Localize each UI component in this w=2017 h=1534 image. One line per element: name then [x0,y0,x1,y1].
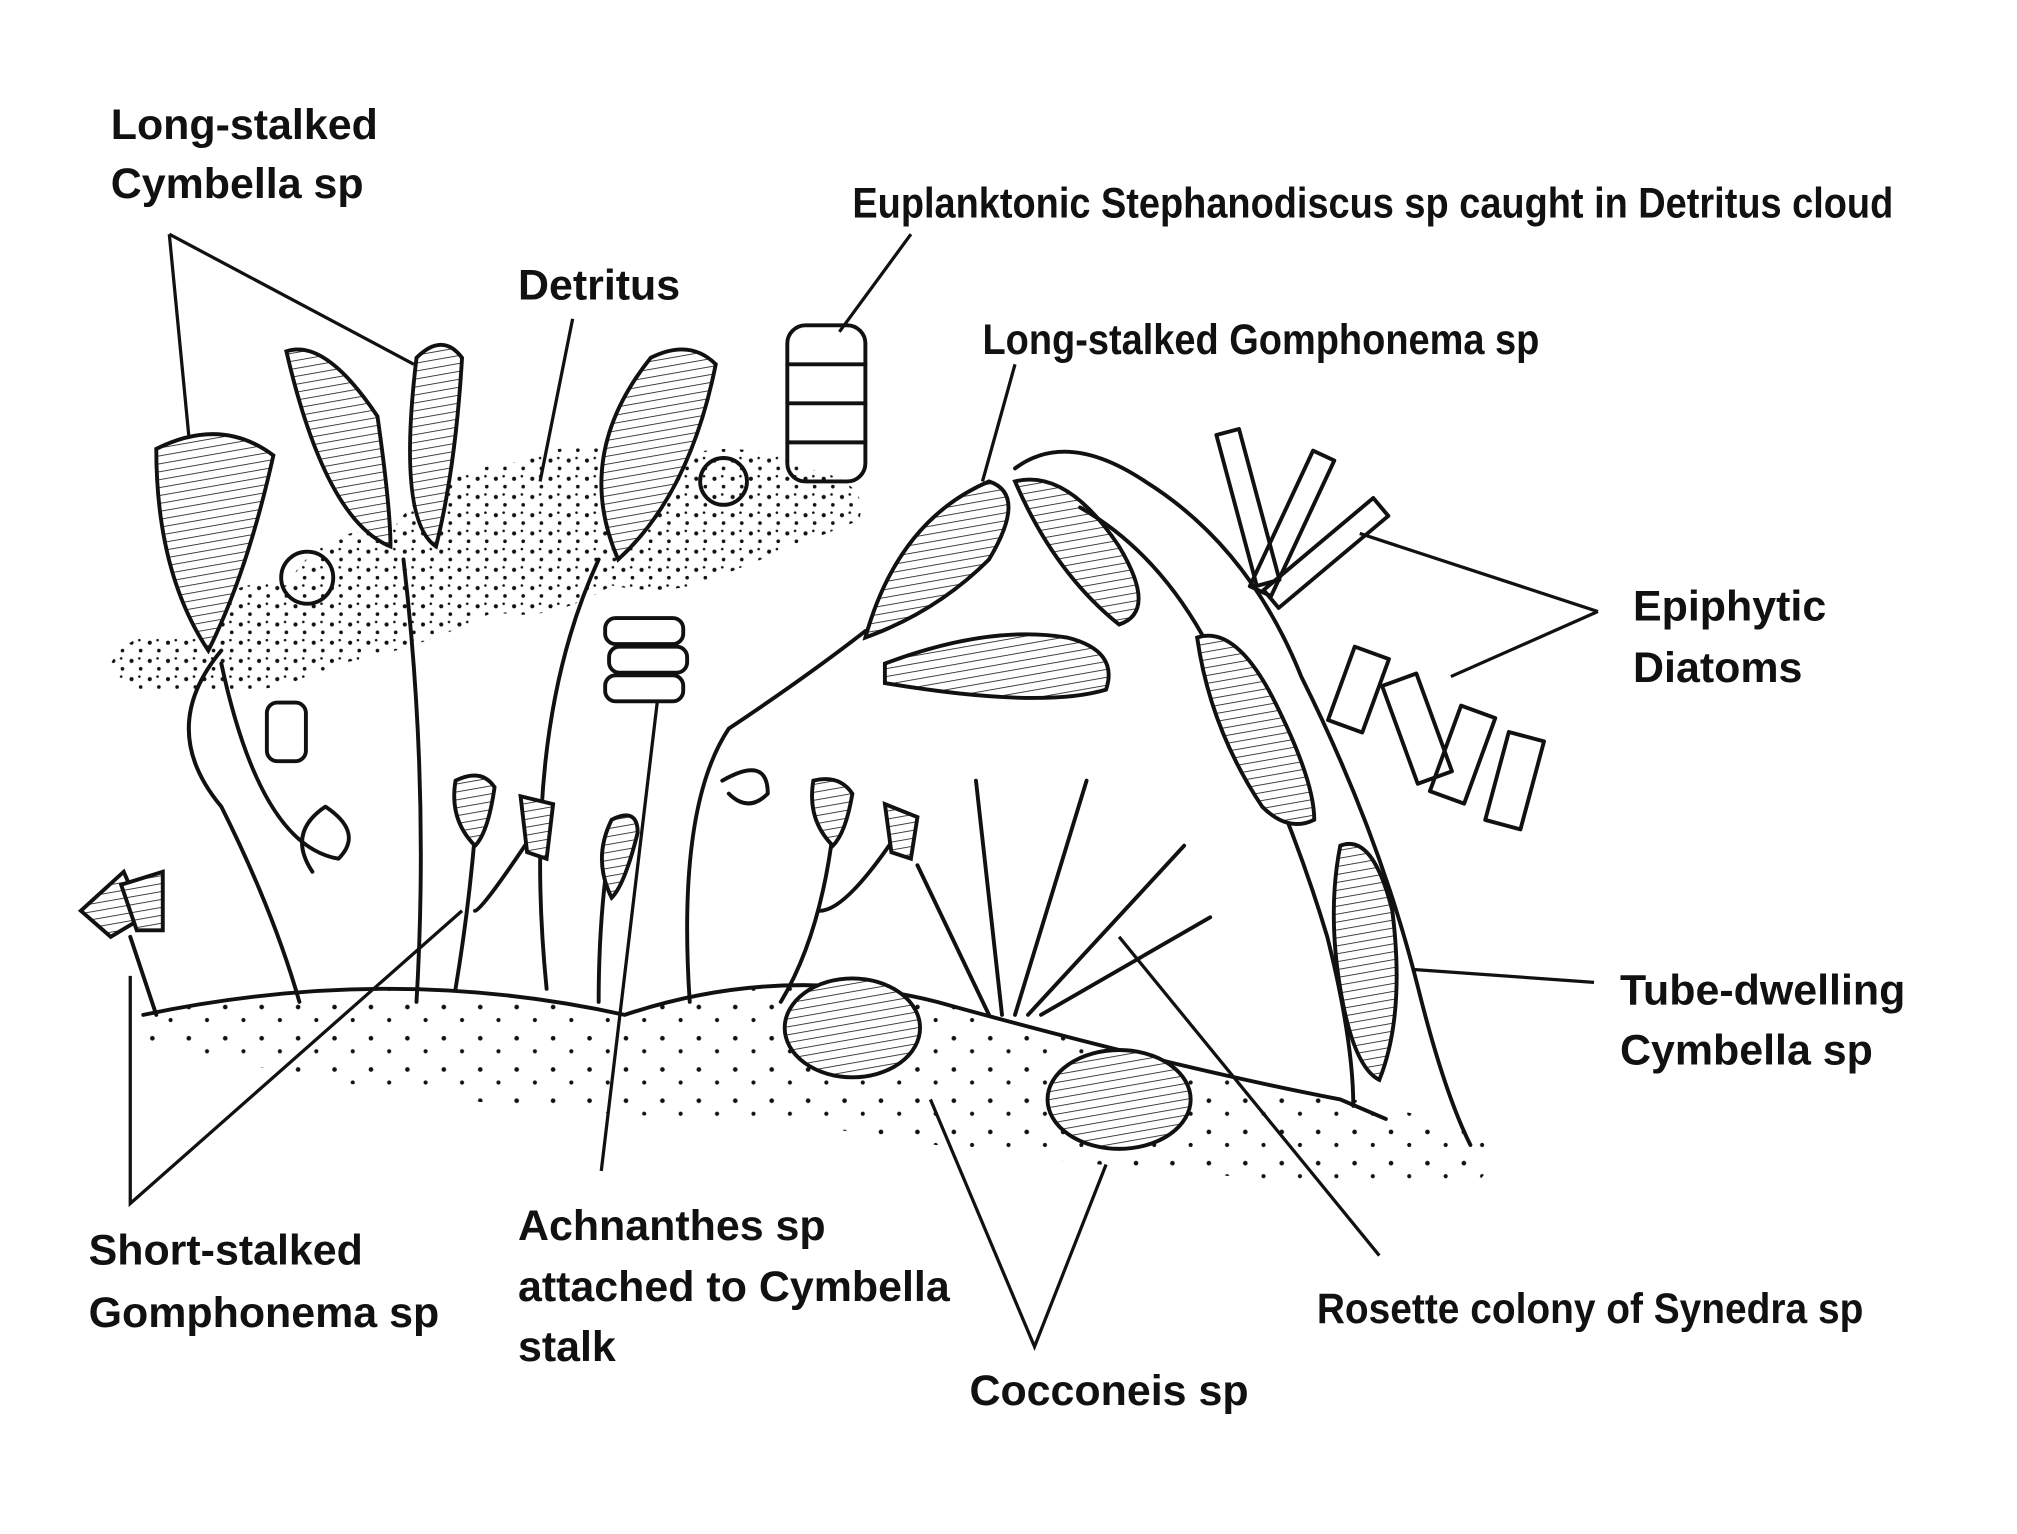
label-long-stalked-gomphonema: Long-stalked Gomphonema sp [982,316,1539,364]
label-achnanthes-3: stalk [518,1323,616,1371]
tube-dwelling-cymbella [1013,449,1473,1147]
leader-lines [128,232,1599,1351]
labels: Long-stalked Cymbella sp Detritus Euplan… [89,101,1906,1415]
achnanthes [264,616,690,764]
cocconeis-cells [782,976,1193,1151]
epiphytic-diatoms [1214,427,1546,832]
cymbella-cells [154,342,718,1004]
label-achnanthes-2: attached to Cymbella [518,1263,951,1311]
label-achnanthes-1: Achnanthes sp [518,1202,826,1250]
label-long-stalked-cymbella-2: Cymbella sp [111,160,364,208]
long-stalked-gomphonema [685,477,1141,1004]
short-stalked-gomphonema [77,773,920,1017]
label-short-stalked-2: Gomphonema sp [89,1289,440,1337]
stephanodiscus-chain [785,323,868,484]
rosette-synedra [915,778,1213,1017]
label-cocconeis: Cocconeis sp [969,1367,1248,1415]
label-epiphytic-1: Epiphytic [1633,583,1826,631]
label-tube-dwelling-1: Tube-dwelling [1620,966,1905,1014]
label-detritus: Detritus [518,261,680,309]
label-stephanodiscus: Euplanktonic Stephanodiscus sp caught in… [852,179,1893,227]
label-long-stalked-cymbella-1: Long-stalked [111,101,378,149]
detritus-cloud [110,447,862,693]
label-short-stalked-1: Short-stalked [89,1227,363,1275]
label-rosette: Rosette colony of Synedra sp [1317,1285,1863,1333]
substrate [141,983,1516,1191]
label-tube-dwelling-2: Cymbella sp [1620,1026,1873,1074]
label-epiphytic-2: Diatoms [1633,644,1802,692]
